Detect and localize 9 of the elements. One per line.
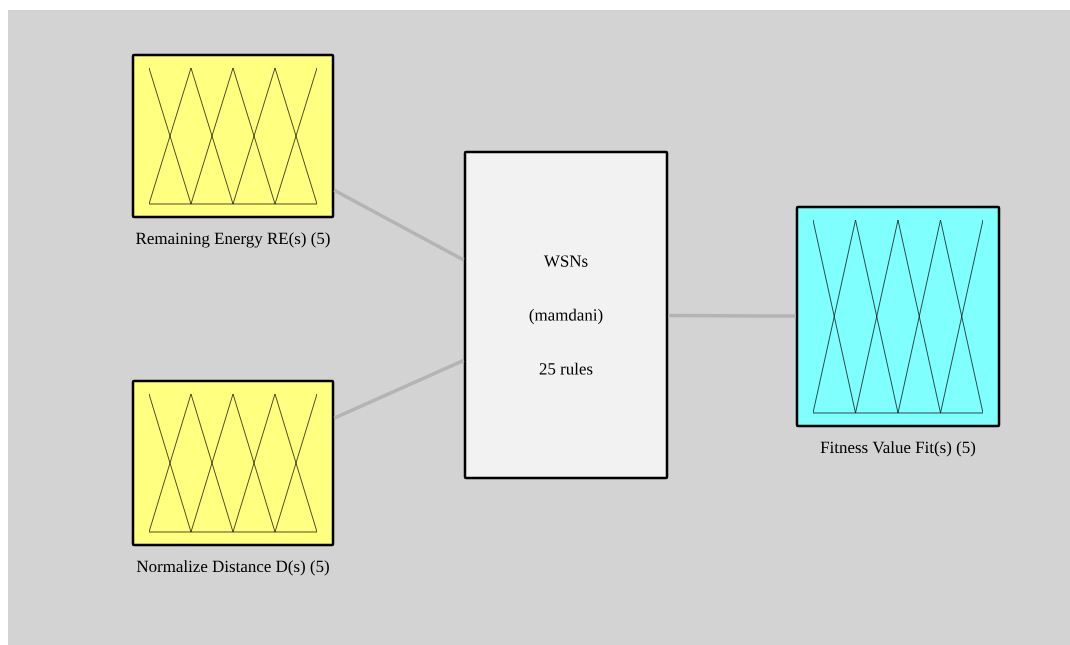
node-label: Remaining Energy RE(s) (5): [136, 232, 330, 248]
membership-function-box: Remaining Energy RE(s) (5): [131, 53, 335, 248]
connector-line: [333, 188, 465, 262]
membership-function-box: Fitness Value Fit(s) (5): [795, 205, 1001, 457]
node-label: Fitness Value Fit(s) (5): [820, 441, 976, 457]
membership-function-box: Normalize Distance D(s) (5): [131, 379, 335, 576]
connector-line: [668, 313, 796, 318]
node-label: Normalize Distance D(s) (5): [136, 560, 329, 576]
connector-line: [333, 358, 465, 420]
